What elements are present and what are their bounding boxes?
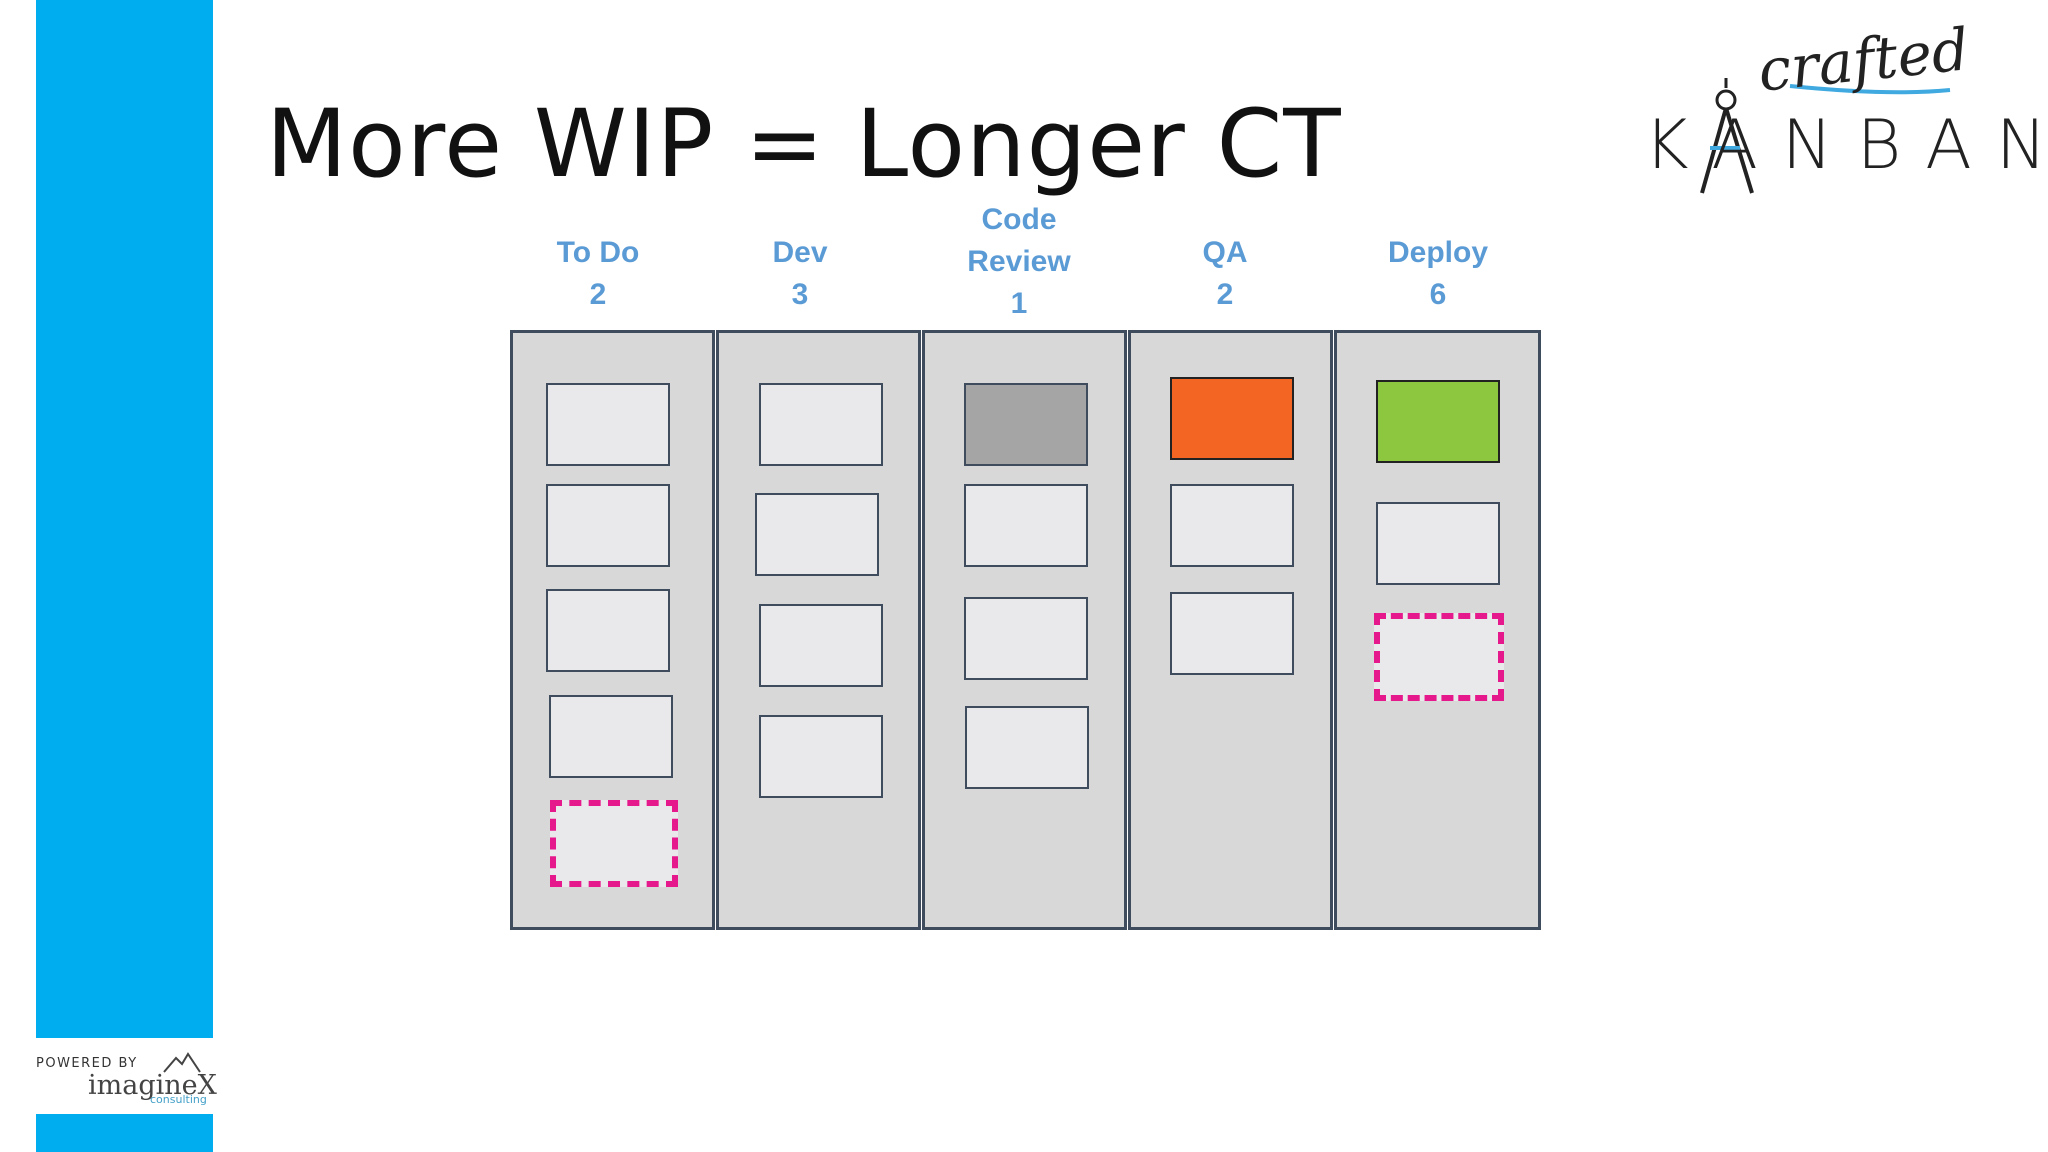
powered-by-brand: imagineX	[88, 1070, 217, 1101]
sidebar-accent-bottom	[36, 1114, 213, 1152]
column-header-qa: QA 2	[1125, 232, 1325, 316]
compass-icon	[1700, 78, 1951, 194]
column-name-line1: Code	[981, 203, 1057, 236]
card-qa-3	[1170, 592, 1294, 675]
crafted-kanban-logo: crafted KANBAN	[1640, 8, 2047, 198]
mountain-icon	[163, 1052, 201, 1073]
column-header-deploy: Deploy 6	[1338, 232, 1538, 316]
column-name: To Do	[556, 236, 640, 269]
card-dev-2	[755, 493, 879, 576]
card-code-review-3	[964, 597, 1088, 680]
column-count: 2	[1216, 278, 1234, 311]
card-deploy-active	[1376, 380, 1500, 463]
logo-main-text: KANBAN	[1644, 106, 2048, 185]
column-name-line2: Review	[967, 245, 1071, 278]
powered-by-sub: consulting	[150, 1093, 207, 1106]
card-todo-3	[546, 589, 670, 672]
card-code-review-2	[964, 484, 1088, 567]
column-count: 2	[589, 278, 607, 311]
placeholder-card-todo	[550, 800, 678, 887]
column-name: Dev	[772, 236, 828, 269]
column-header-todo: To Do 2	[498, 232, 698, 316]
column-header-code-review: Code Review 1	[919, 199, 1119, 325]
card-dev-1	[759, 383, 883, 466]
card-code-review-active	[964, 383, 1088, 466]
card-todo-4	[549, 695, 673, 778]
column-header-dev: Dev 3	[700, 232, 900, 316]
card-qa-active	[1170, 377, 1294, 460]
card-deploy-2	[1376, 502, 1500, 585]
column-count: 6	[1429, 278, 1447, 311]
column-count: 3	[791, 278, 809, 311]
column-count: 1	[1010, 287, 1028, 320]
card-dev-4	[759, 715, 883, 798]
powered-by-logo: POWERED BY imagineX consulting	[36, 1052, 217, 1112]
card-dev-3	[759, 604, 883, 687]
card-qa-2	[1170, 484, 1294, 567]
card-todo-1	[546, 383, 670, 466]
card-todo-2	[546, 484, 670, 567]
card-code-review-4	[965, 706, 1089, 789]
sidebar-accent-top	[36, 0, 213, 1038]
powered-by-label: POWERED BY	[36, 1056, 138, 1071]
column-name: QA	[1202, 236, 1248, 269]
column-name: Deploy	[1387, 236, 1489, 269]
slide-title: More WIP = Longer CT	[266, 90, 1342, 199]
placeholder-card-deploy	[1374, 613, 1504, 701]
